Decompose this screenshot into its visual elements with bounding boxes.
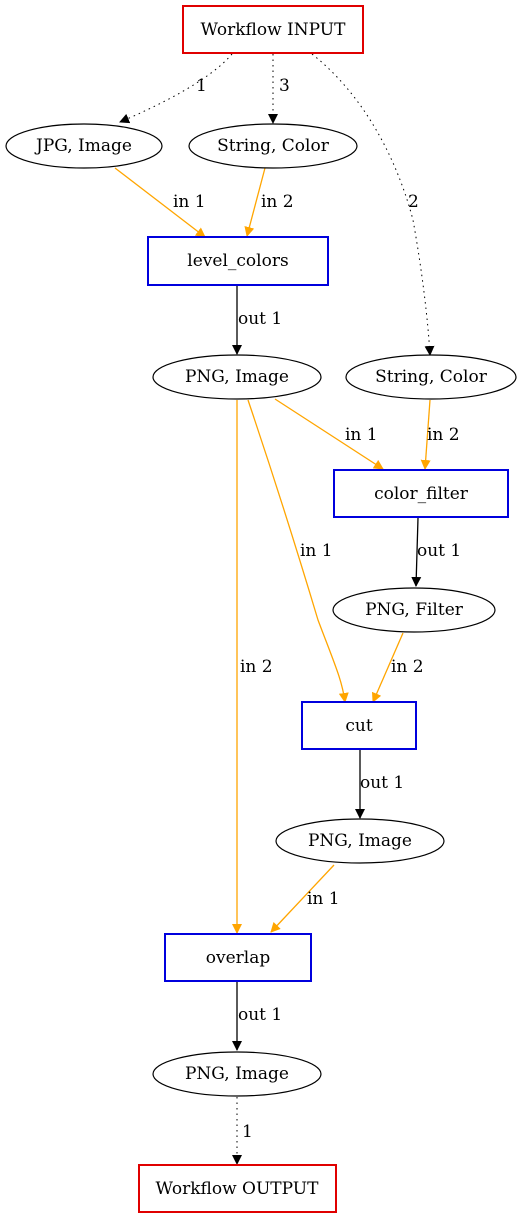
level-colors-label: level_colors bbox=[187, 251, 288, 271]
edge-label-png1-to-cut: in 1 bbox=[300, 541, 333, 561]
png-image-node-2[interactable]: PNG, Image bbox=[275, 818, 445, 864]
edge-label-color1-to-level: in 2 bbox=[261, 192, 294, 212]
png-filter-node[interactable]: PNG, Filter bbox=[332, 587, 496, 633]
edge-label-input-to-color2: 2 bbox=[408, 192, 419, 212]
edge-color2-to-filter bbox=[420, 399, 431, 470]
edge-png2-to-overlap bbox=[270, 864, 335, 933]
edge-png1-to-cut bbox=[247, 399, 349, 703]
jpg-image-label: JPG, Image bbox=[34, 136, 132, 156]
edge-color1-to-level bbox=[244, 167, 266, 237]
edge-label-input-to-color1: 3 bbox=[279, 76, 290, 96]
png-image-node-3[interactable]: PNG, Image bbox=[152, 1051, 322, 1097]
edge-label-level-out: out 1 bbox=[238, 309, 282, 329]
edge-label-filter-out: out 1 bbox=[417, 541, 461, 561]
edge-filter-out bbox=[411, 517, 422, 587]
png-image-label-2: PNG, Image bbox=[308, 831, 412, 851]
png-image-label-1: PNG, Image bbox=[185, 367, 289, 387]
string-color-label-1: String, Color bbox=[217, 136, 330, 156]
color-filter-label: color_filter bbox=[374, 484, 469, 504]
workflow-input-node[interactable]: Workflow INPUT bbox=[182, 5, 364, 54]
edge-label-png2-to-overlap: in 1 bbox=[307, 889, 340, 909]
edge-label-overlap-out: out 1 bbox=[238, 1005, 282, 1025]
png-image-label-3: PNG, Image bbox=[185, 1064, 289, 1084]
workflow-output-node[interactable]: Workflow OUTPUT bbox=[138, 1164, 337, 1213]
overlap-node[interactable]: overlap bbox=[164, 933, 312, 982]
edge-label-png1-to-overlap: in 2 bbox=[240, 657, 273, 677]
png-filter-label: PNG, Filter bbox=[365, 600, 464, 620]
edge-pngfilter-to-cut bbox=[372, 632, 404, 703]
edge-png1-to-filter bbox=[274, 398, 384, 470]
edge-input-to-color2 bbox=[311, 53, 435, 356]
edge-input-to-jpg bbox=[119, 53, 233, 124]
edge-label-cut-out: out 1 bbox=[360, 773, 404, 793]
cut-node[interactable]: cut bbox=[301, 701, 417, 750]
jpg-image-node[interactable]: JPG, Image bbox=[5, 123, 163, 169]
level-colors-node[interactable]: level_colors bbox=[147, 236, 329, 286]
edge-label-pngfilter-to-cut: in 2 bbox=[391, 657, 424, 677]
edge-label-png1-to-filter: in 1 bbox=[345, 425, 378, 445]
workflow-output-label: Workflow OUTPUT bbox=[156, 1179, 320, 1199]
edge-label-color2-to-filter: in 2 bbox=[427, 425, 460, 445]
edge-label-jpg-to-level: in 1 bbox=[173, 192, 206, 212]
workflow-input-label: Workflow INPUT bbox=[201, 20, 347, 40]
string-color-label-2: String, Color bbox=[375, 367, 488, 387]
png-image-node-1[interactable]: PNG, Image bbox=[152, 354, 322, 400]
edge-jpg-to-level bbox=[114, 167, 206, 238]
overlap-label: overlap bbox=[206, 948, 271, 968]
cut-label: cut bbox=[345, 716, 372, 736]
edge-label-input-to-jpg: 1 bbox=[196, 76, 207, 96]
color-filter-node[interactable]: color_filter bbox=[333, 469, 509, 518]
edge-label-png3-to-output: 1 bbox=[242, 1122, 253, 1142]
string-color-node-1[interactable]: String, Color bbox=[188, 123, 358, 169]
string-color-node-2[interactable]: String, Color bbox=[345, 354, 517, 400]
